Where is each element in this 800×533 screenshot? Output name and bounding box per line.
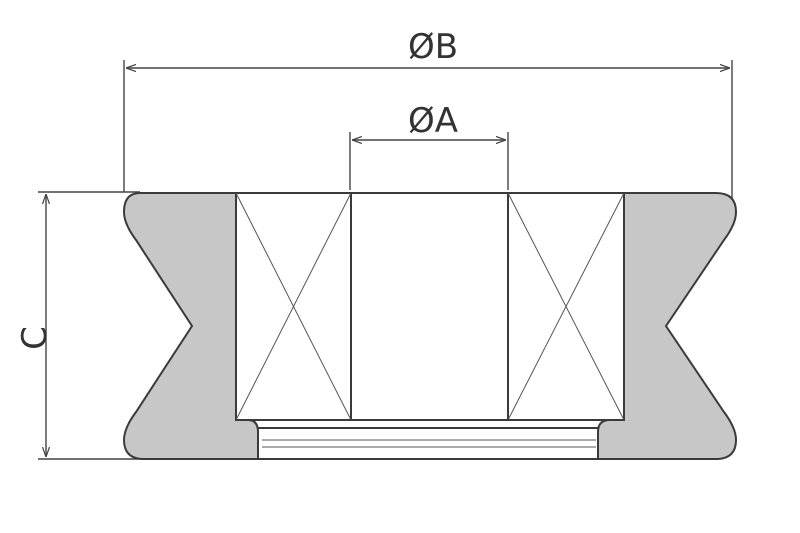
bearing-right-cross-2	[507, 192, 625, 421]
bearing-left	[235, 192, 352, 421]
bearing-left-cross-2	[235, 192, 352, 421]
tire-right-profile	[597, 192, 738, 460]
label-diameter-a: ØA	[408, 101, 458, 141]
tire-left-profile	[122, 192, 259, 460]
hub-flange	[258, 427, 598, 460]
label-diameter-b: ØB	[408, 27, 458, 67]
hub-bore	[236, 192, 624, 421]
dimension-b: ØB	[123, 27, 733, 200]
bearing-right	[507, 192, 625, 421]
dimension-a: ØA	[349, 101, 509, 190]
label-height-c: C	[15, 326, 55, 350]
dimension-c: C	[15, 191, 140, 460]
